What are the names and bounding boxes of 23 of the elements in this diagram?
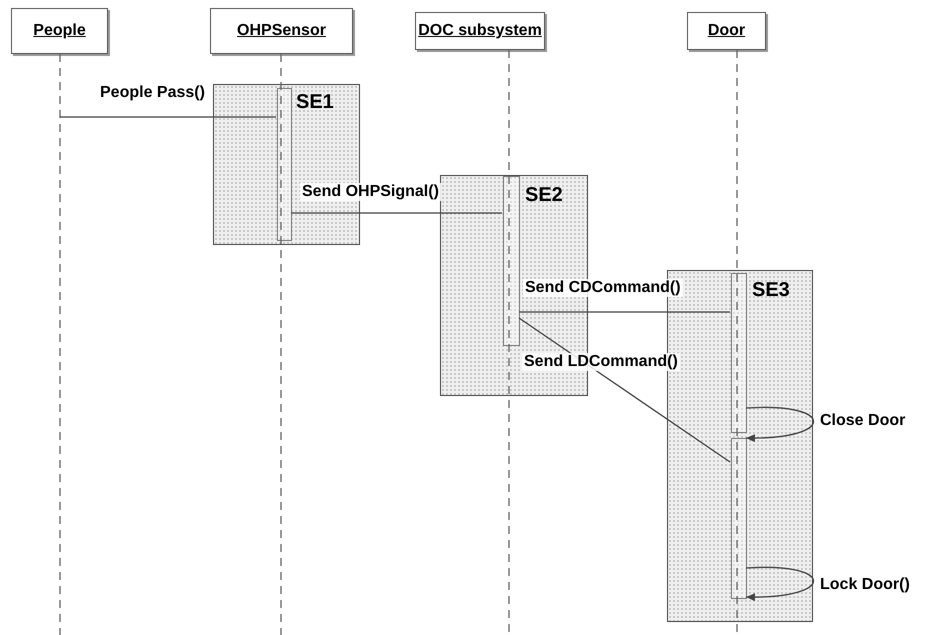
activation-bar [731, 273, 747, 433]
participant-name: People [33, 22, 86, 40]
activation-bar [277, 88, 292, 241]
message-label: Close Door [820, 412, 906, 430]
message-label: Send OHPSignal() [300, 183, 441, 201]
participant-box [415, 12, 545, 50]
region-label: SE3 [752, 279, 790, 302]
participant-box [687, 12, 766, 50]
participant-name: Door [708, 22, 746, 40]
activation-bar [731, 438, 747, 599]
message-label: Lock Door() [820, 576, 910, 594]
message-label: Send LDCommand() [522, 353, 680, 371]
activation-bar [503, 176, 520, 346]
message-arrow [746, 406, 814, 442]
region-label: SE2 [525, 184, 563, 207]
participant-box [11, 8, 108, 54]
participant-name: OHPSensor [237, 22, 326, 40]
message-label: Send CDCommand() [523, 279, 683, 297]
message-arrow [746, 566, 814, 601]
region-label: SE1 [296, 91, 334, 114]
participant-name: DOC subsystem [418, 22, 542, 40]
participant-box [210, 8, 353, 54]
message-label: People Pass() [100, 84, 205, 102]
